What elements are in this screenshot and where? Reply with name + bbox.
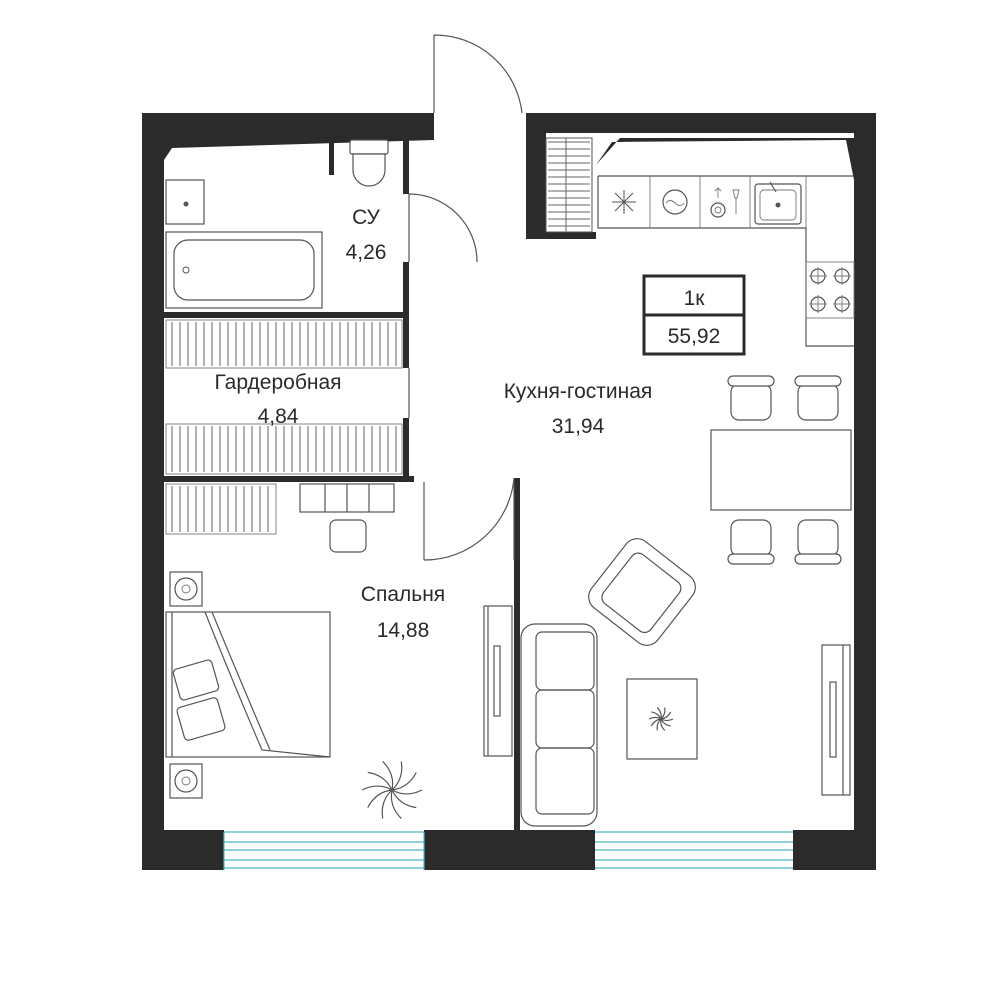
entry-wall-post	[526, 133, 546, 238]
plant-bedroom-icon	[361, 761, 423, 819]
bathroom-label: СУ	[352, 206, 380, 229]
interior-walls	[164, 140, 520, 832]
wall-bedroom-right	[514, 478, 520, 832]
chair	[794, 519, 842, 565]
bedroom-area: 14,88	[377, 619, 430, 642]
chair	[727, 519, 775, 565]
window-living	[595, 831, 793, 869]
dishwasher-icon	[710, 187, 740, 218]
wall-bath-right-bottom	[403, 262, 409, 312]
tv-unit-bedroom	[483, 605, 513, 757]
wall-top-left	[142, 113, 434, 133]
wall-wedge-left	[164, 133, 434, 160]
washing-machine-icon	[662, 189, 688, 215]
tv-unit-living	[821, 644, 851, 796]
stool	[329, 519, 367, 553]
wardrobe-area: 4,84	[258, 405, 299, 428]
wall-bottom-middle	[424, 830, 595, 870]
entrance-door	[433, 34, 523, 114]
chair	[727, 375, 775, 421]
wardrobe-label: Гардеробная	[214, 371, 341, 394]
bed	[165, 611, 331, 758]
armchair	[588, 538, 696, 646]
wall-wardrobe-right-top	[403, 318, 409, 368]
plant-living-icon	[648, 707, 674, 731]
bathroom-sink	[165, 179, 205, 225]
kitchen	[597, 175, 855, 347]
wall-left	[142, 113, 164, 870]
toilet	[349, 139, 389, 187]
wall-wedge-right	[596, 138, 854, 180]
window-bedroom	[223, 831, 425, 870]
wardrobe-shelves	[165, 319, 403, 475]
exterior-walls	[142, 113, 876, 870]
wall-toilet-partition	[329, 140, 334, 175]
wall-right	[854, 113, 876, 870]
entry-wall-sill	[526, 232, 596, 239]
wall-bottom-right	[793, 830, 876, 870]
bathroom-area: 4,26	[346, 241, 387, 264]
dining-table	[710, 429, 852, 511]
bathroom-door	[408, 193, 478, 263]
kitchen-living-label: Кухня-гостиная	[504, 380, 653, 403]
wall-bath-right-top	[403, 140, 409, 194]
dresser	[299, 483, 395, 513]
room-labels: СУ 4,26 Гардеробная 4,84 Кухня-гостиная …	[214, 206, 652, 642]
wall-wardrobe-bottom	[164, 476, 414, 482]
wall-wardrobe-right-bottom	[403, 418, 409, 482]
bathroom-fixtures	[165, 139, 389, 309]
doors	[408, 34, 523, 561]
kitchen-living-area: 31,94	[552, 415, 605, 438]
kitchen-sink-icon	[754, 181, 802, 225]
badge-rooms: 1к	[684, 287, 706, 310]
wall-top-right	[526, 113, 876, 133]
wall-bottom-left	[142, 830, 224, 870]
chair	[794, 375, 842, 421]
cooktop-icon	[805, 261, 855, 319]
sofa	[520, 623, 598, 827]
bedroom-door	[423, 477, 515, 561]
bedroom-label: Спальня	[361, 583, 445, 606]
area-badge: 1к 55,92	[642, 274, 746, 356]
windows	[223, 831, 793, 870]
nightstand-bottom	[169, 763, 203, 799]
badge-total-area: 55,92	[668, 325, 721, 348]
bedroom-wardrobe	[165, 483, 277, 535]
fridge-icon	[612, 190, 636, 214]
dining-set	[710, 375, 852, 565]
entry-cabinet	[545, 137, 593, 233]
bathtub	[165, 231, 323, 309]
wall-bath-bottom	[164, 312, 409, 318]
nightstand-top	[169, 571, 203, 607]
